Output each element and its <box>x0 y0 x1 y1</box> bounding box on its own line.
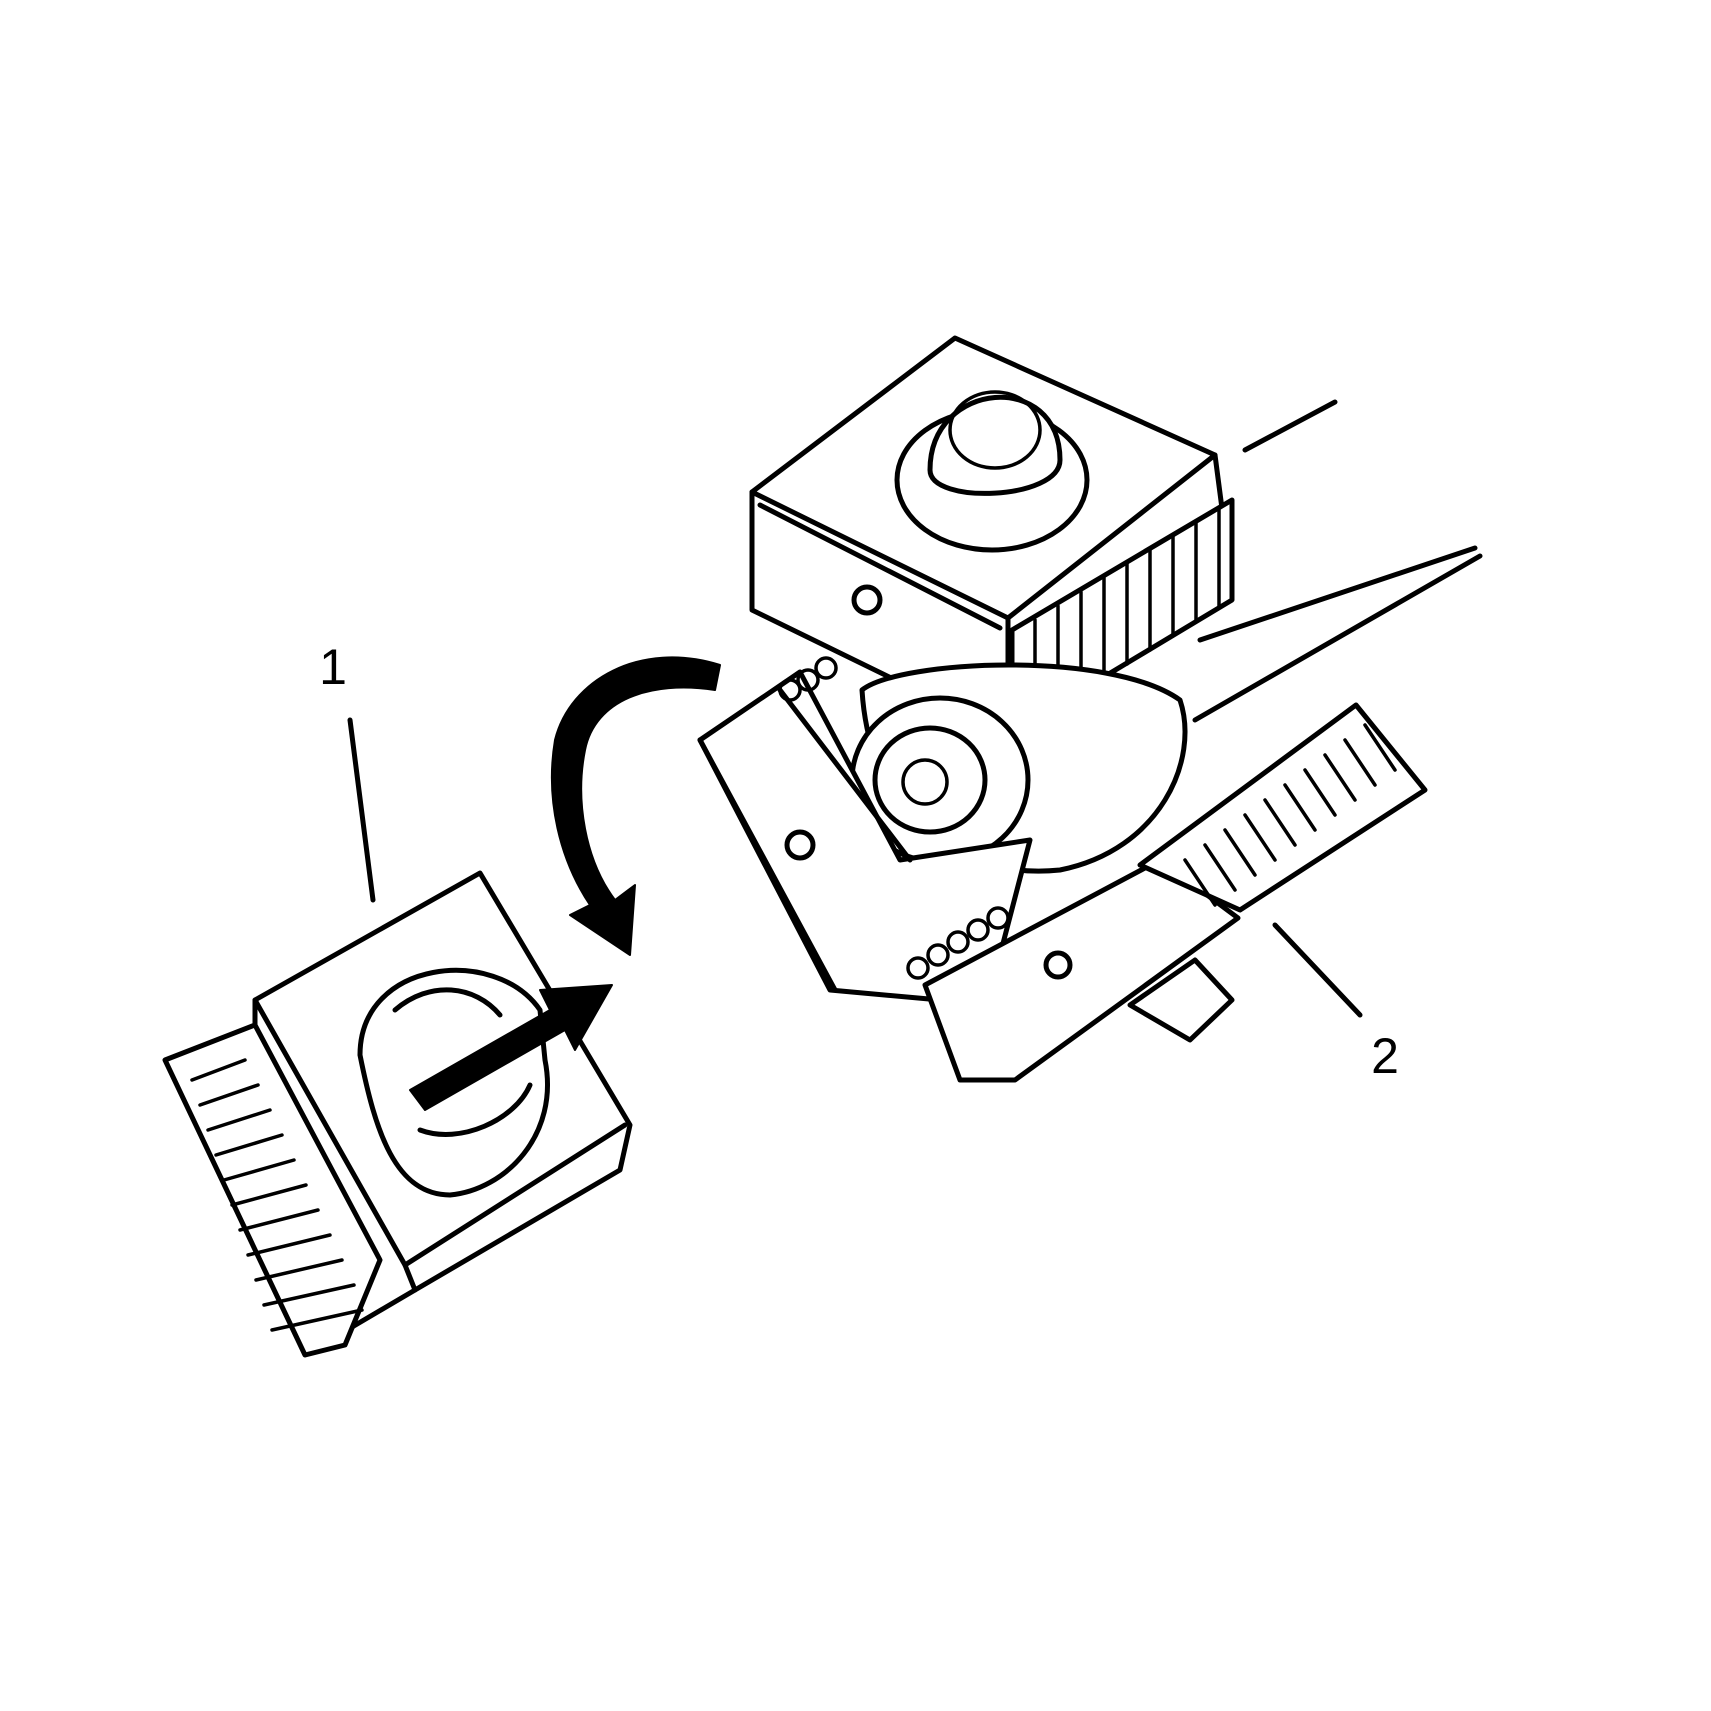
upper-knurl <box>1033 506 1221 722</box>
clip-ribs <box>190 1058 364 1332</box>
callout-1: 1 <box>319 639 347 695</box>
leader-line-2 <box>1272 922 1363 1018</box>
upper-knob-block <box>749 335 1235 738</box>
lower-clamp <box>922 702 1428 1083</box>
curved-arrow-icon <box>550 656 721 956</box>
leader-line-1 <box>347 717 376 903</box>
main-assembly <box>697 335 1428 1083</box>
roller-dots <box>778 656 1010 980</box>
lower-knurl <box>1183 723 1397 907</box>
rail-lines <box>1192 399 1483 723</box>
callout-2: 2 <box>1371 1028 1399 1084</box>
lower-plate <box>697 656 1033 1003</box>
straight-arrow-icon <box>409 984 613 1111</box>
detached-clip <box>162 870 633 1358</box>
